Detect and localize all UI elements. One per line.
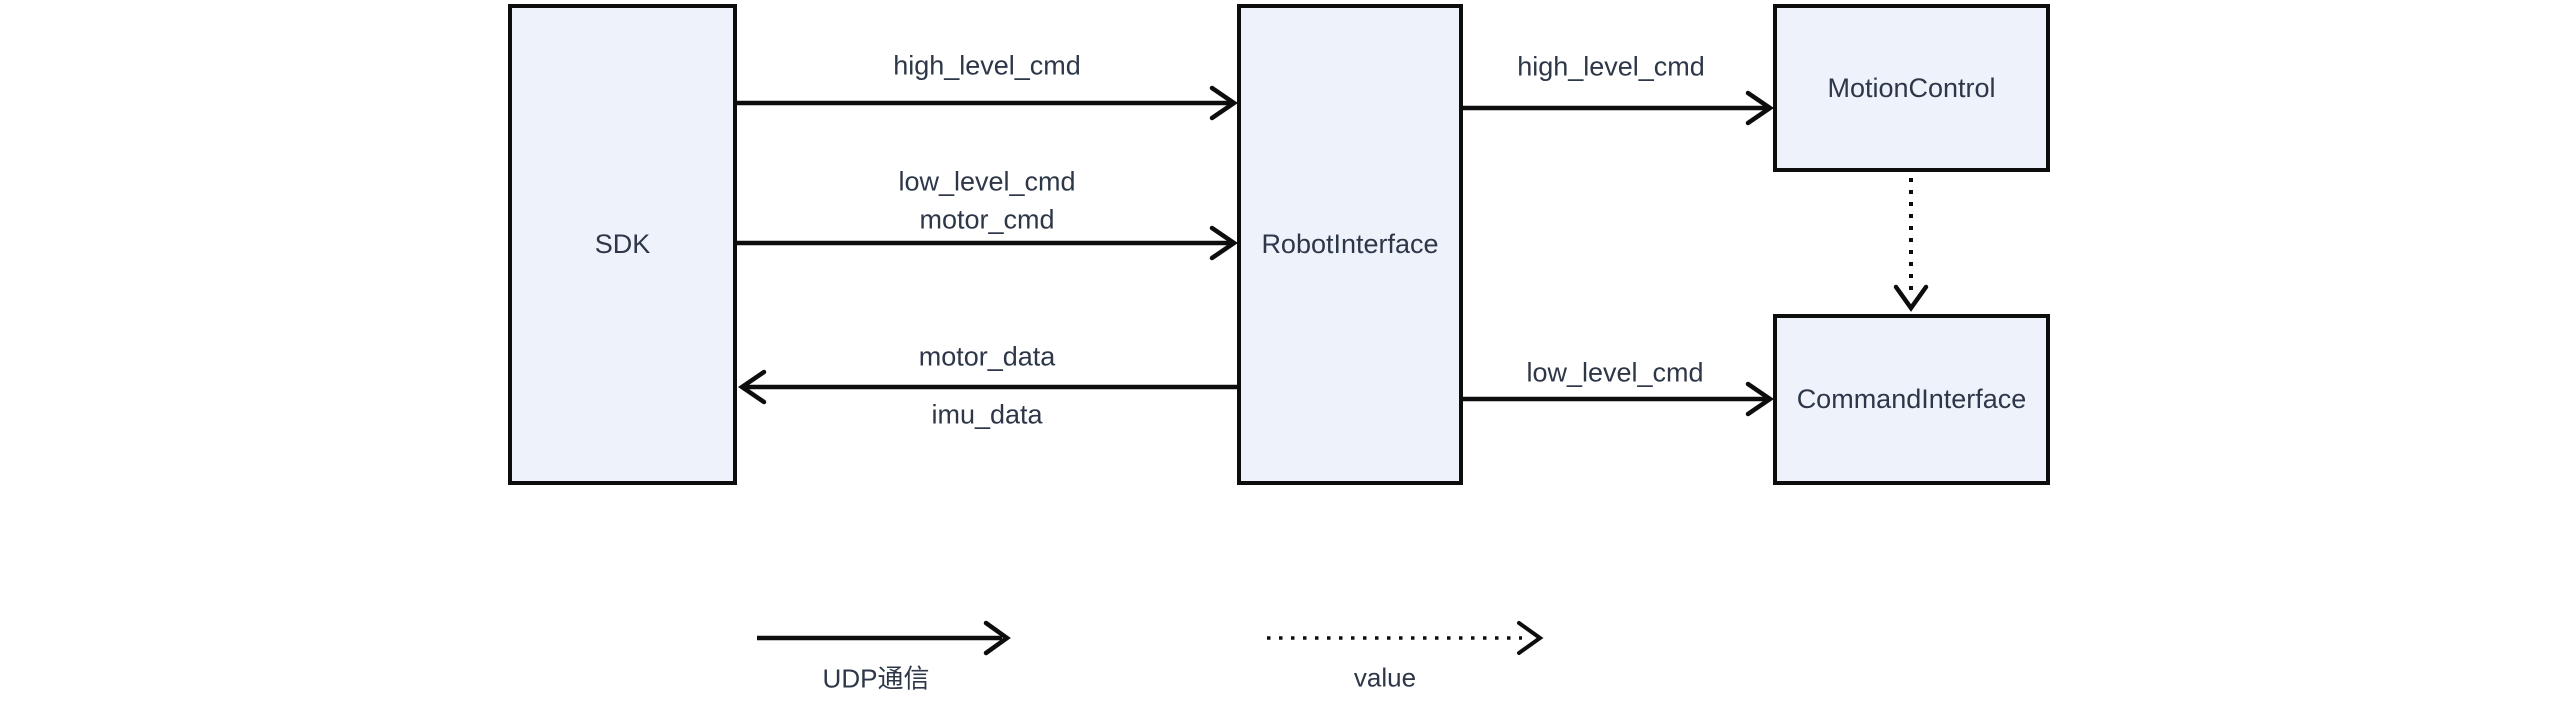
arrow-motion-to-command-dotted (1893, 178, 1929, 312)
edge-label-motor-cmd: motor_cmd (919, 204, 1055, 235)
edge-label-high-level-cmd-right: high_level_cmd (1517, 51, 1705, 82)
edge-label-high-level-cmd-left: high_level_cmd (893, 50, 1081, 81)
arrow-robot-to-command-low-level-cmd (1463, 381, 1774, 417)
node-sdk: SDK (508, 4, 737, 485)
legend-label-value: value (1353, 662, 1417, 693)
node-motion-control-label: MotionControl (1827, 72, 1996, 103)
edge-label-imu-data: imu_data (931, 399, 1043, 430)
arrow-sdk-to-robot-high-level-cmd (737, 85, 1238, 121)
node-command-interface-label: CommandInterface (1796, 384, 2027, 415)
node-robot-interface-label: RobotInterface (1261, 229, 1439, 260)
arrow-robot-to-motion-high-level-cmd (1463, 90, 1774, 126)
node-sdk-label: SDK (594, 229, 651, 260)
legend-solid-arrow (757, 620, 1011, 656)
node-command-interface: CommandInterface (1773, 314, 2050, 485)
node-robot-interface: RobotInterface (1237, 4, 1463, 485)
legend-label-udp: UDP通信 (822, 663, 930, 694)
legend-dotted-arrow (1267, 621, 1544, 655)
edge-label-motor-data: motor_data (918, 341, 1056, 372)
arrow-robot-to-sdk-motor-data (738, 369, 1237, 405)
edge-label-low-level-cmd-right: low_level_cmd (1526, 357, 1704, 388)
node-motion-control: MotionControl (1773, 4, 2050, 172)
edge-label-low-level-cmd-left: low_level_cmd (898, 166, 1076, 197)
